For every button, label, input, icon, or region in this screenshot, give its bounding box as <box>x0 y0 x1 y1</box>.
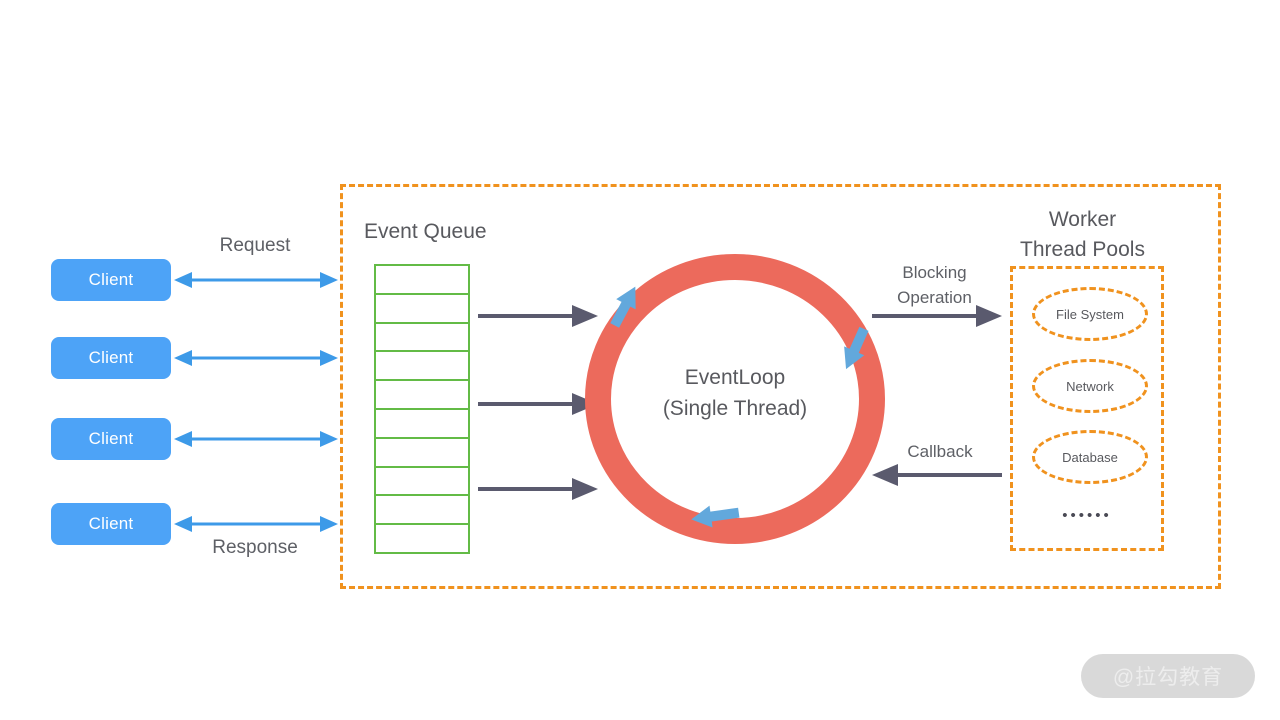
worker-title-line-1: Worker <box>1048 208 1117 231</box>
client-box-2[interactable]: Client <box>51 337 171 379</box>
response-label: Response <box>212 537 298 558</box>
client-link-arrow-3 <box>174 431 338 447</box>
client-label: Client <box>88 514 134 533</box>
worker-title-line-2: Thread Pools <box>1020 238 1145 261</box>
queue-cell <box>376 381 468 410</box>
callback-label: Callback <box>907 442 973 461</box>
request-label: Request <box>219 235 291 256</box>
queue-cell <box>376 467 468 497</box>
queue-cell <box>376 323 468 353</box>
event-queue <box>374 264 470 554</box>
queue-cell <box>376 352 468 382</box>
pool-ellipsis: •••••• <box>1062 507 1112 524</box>
event-loop-ring <box>585 254 885 544</box>
queue-cell <box>376 496 468 526</box>
worker-pool-box: File System Network Database •••••• <box>1010 266 1164 551</box>
queue-cell <box>376 294 468 324</box>
client-link-arrow-2 <box>174 350 338 366</box>
callback-arrow <box>872 464 1002 486</box>
watermark: @拉勾教育 <box>1081 654 1255 698</box>
client-link-arrow-1 <box>174 272 338 288</box>
queue-to-loop-arrow-2 <box>478 393 598 415</box>
pool-item-network[interactable]: Network <box>1032 359 1148 413</box>
client-label: Client <box>88 429 134 448</box>
queue-to-loop-arrow-1 <box>478 305 598 327</box>
pool-item-label: Database <box>1062 449 1118 465</box>
blocking-line-1: Blocking <box>902 263 967 282</box>
queue-cell <box>376 525 468 552</box>
blocking-line-2: Operation <box>897 288 972 307</box>
server-boundary <box>340 184 1221 589</box>
worker-thread-pools-title: Worker Thread Pools <box>1000 205 1165 265</box>
queue-to-loop-arrow-3 <box>478 478 598 500</box>
queue-cell <box>376 266 468 295</box>
pool-item-database[interactable]: Database <box>1032 430 1148 484</box>
client-label: Client <box>88 348 134 367</box>
event-queue-title: Event Queue <box>364 220 487 243</box>
queue-cell <box>376 409 468 439</box>
client-label: Client <box>88 270 134 289</box>
loop-rotation-arrow-left <box>691 505 740 528</box>
blocking-operation-arrow <box>872 305 1002 327</box>
pool-item-label: File System <box>1056 306 1124 322</box>
pool-item-file-system[interactable]: File System <box>1032 287 1148 341</box>
watermark-text: @拉勾教育 <box>1112 666 1224 689</box>
client-link-arrow-4 <box>174 516 338 532</box>
pool-item-label: Network <box>1066 378 1114 394</box>
client-box-4[interactable]: Client <box>51 503 171 545</box>
blocking-operation-label: Blocking Operation <box>862 260 1007 310</box>
client-box-3[interactable]: Client <box>51 418 171 460</box>
loop-rotation-arrow-up <box>610 286 636 328</box>
loop-rotation-arrow-down <box>844 326 869 370</box>
queue-cell <box>376 438 468 468</box>
client-box-1[interactable]: Client <box>51 259 171 301</box>
